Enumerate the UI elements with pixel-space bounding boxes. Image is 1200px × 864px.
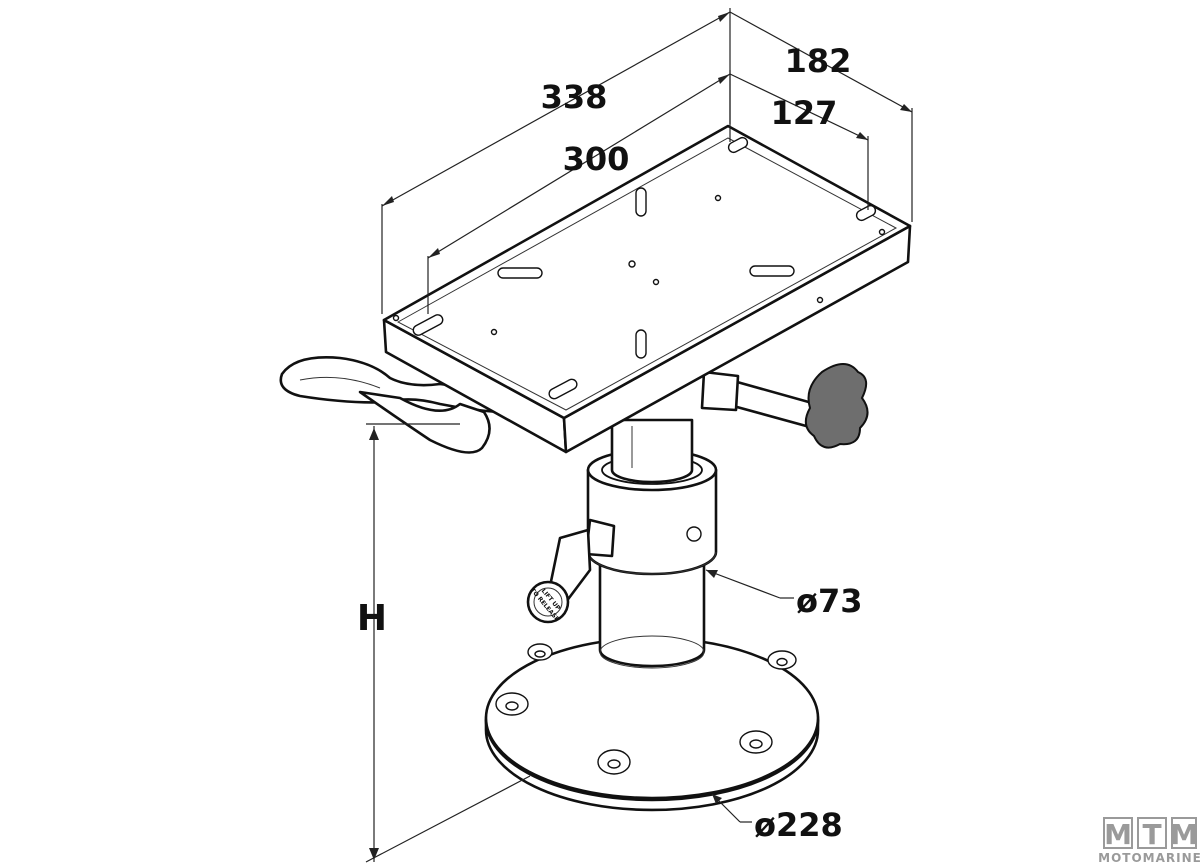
locking-knob [700,363,869,449]
dimension-labels: 338 182 127 300 H ø73 ø228 [357,42,863,844]
upper-column [610,418,694,484]
seat-mounting-plate [382,124,912,454]
plate-slots [412,136,877,400]
dim-column-diameter: ø73 [796,582,863,620]
dim-height: H [357,598,387,639]
watermark-word: MOTOMARINE [1098,851,1200,864]
base-plate [484,636,820,812]
lower-column [598,558,706,669]
dimension-lines [365,8,913,863]
dim-width-inner: 127 [771,94,838,132]
mtm-watermark-logo: M T M MOTOMARINE [1098,817,1200,864]
watermark-letter-1: M [1104,818,1132,851]
dim-length-outer: 338 [541,78,608,116]
watermark-letter-3: M [1170,818,1198,851]
dim-length-inner: 300 [563,140,630,178]
dim-base-diameter: ø228 [754,806,843,844]
watermark-letter-2: T [1142,818,1161,851]
dim-width-outer: 182 [785,42,852,80]
height-release-lever: LIFT UP TO RELEASE [526,518,616,624]
swivel-handle [279,356,502,454]
base-mounting-holes [495,643,797,775]
plate-holes [392,194,886,336]
